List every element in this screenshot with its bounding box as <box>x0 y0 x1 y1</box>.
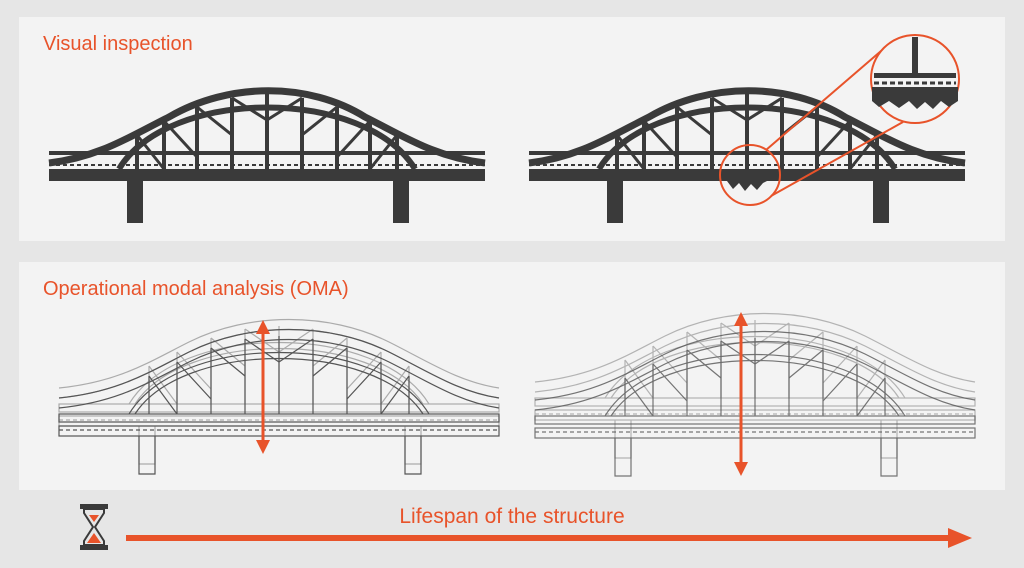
vibration-arrow <box>734 312 748 476</box>
hourglass-icon <box>80 504 108 550</box>
vibration-arrow <box>256 320 270 454</box>
panel-title-visual-inspection: Visual inspection <box>43 33 193 55</box>
damaged-bridge-solid <box>529 91 965 223</box>
lifespan-label: Lifespan of the structure <box>399 505 625 528</box>
visual-inspection-illustration <box>19 34 1005 241</box>
oma-panel: Operational modal analysis (OMA) <box>19 262 1005 490</box>
intact-bridge-solid <box>49 91 485 223</box>
visual-inspection-panel: Visual inspection <box>19 17 1005 241</box>
oma-illustration <box>58 312 976 477</box>
lifespan-arrow <box>126 528 972 548</box>
magnifier-circle <box>719 34 960 206</box>
panel-title-oma: Operational modal analysis (OMA) <box>43 278 349 300</box>
oma-bridge-left <box>58 318 500 475</box>
oma-bridge-right <box>534 312 976 477</box>
